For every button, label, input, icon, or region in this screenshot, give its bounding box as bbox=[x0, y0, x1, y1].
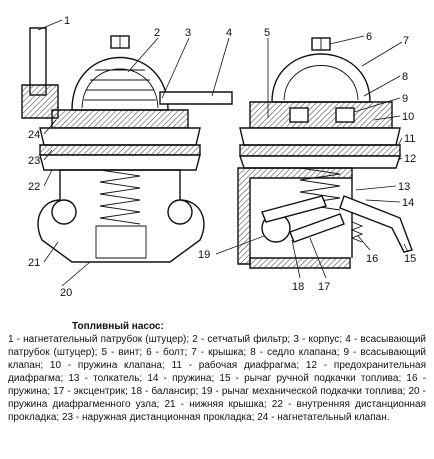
right-view bbox=[237, 37, 413, 269]
callout-22: 22 bbox=[28, 181, 40, 193]
caption-body: 1 - нагнетательный патрубок (штуцер); 2 … bbox=[8, 334, 426, 423]
caption-title: Топливный насос: bbox=[72, 321, 164, 332]
callout-24: 24 bbox=[28, 129, 40, 141]
callout-3: 3 bbox=[185, 27, 191, 39]
callout-21: 21 bbox=[28, 257, 40, 269]
callout-2: 2 bbox=[154, 27, 160, 39]
callout-10: 10 bbox=[402, 111, 414, 123]
figure-caption: Топливный насос: 1 - нагнетательный патр… bbox=[8, 320, 426, 424]
callout-8: 8 bbox=[402, 71, 408, 83]
callout-5: 5 bbox=[264, 27, 270, 39]
callout-4: 4 bbox=[226, 27, 232, 39]
callout-23: 23 bbox=[28, 155, 40, 167]
callout-13: 13 bbox=[398, 181, 410, 193]
callout-11: 11 bbox=[404, 133, 415, 145]
callout-14: 14 bbox=[402, 197, 414, 209]
callout-20: 20 bbox=[60, 287, 72, 299]
left-view bbox=[21, 27, 233, 263]
callout-16: 16 bbox=[366, 253, 378, 265]
fuel-pump-drawing: 1 2 3 4 5 6 7 8 9 10 11 12 13 14 15 16 1… bbox=[21, 15, 416, 299]
callout-19: 19 bbox=[198, 249, 210, 261]
callout-12: 12 bbox=[404, 153, 416, 165]
callout-6: 6 bbox=[366, 31, 372, 43]
leader-lines bbox=[37, 19, 409, 287]
callout-7: 7 bbox=[403, 35, 409, 47]
callout-18: 18 bbox=[292, 281, 304, 293]
callout-9: 9 bbox=[402, 93, 408, 105]
callout-15: 15 bbox=[404, 253, 416, 265]
callout-1: 1 bbox=[64, 15, 70, 27]
callout-17: 17 bbox=[318, 281, 330, 293]
callout-numbers: 1 2 3 4 5 6 7 8 9 10 11 12 13 14 15 16 1… bbox=[28, 15, 416, 299]
